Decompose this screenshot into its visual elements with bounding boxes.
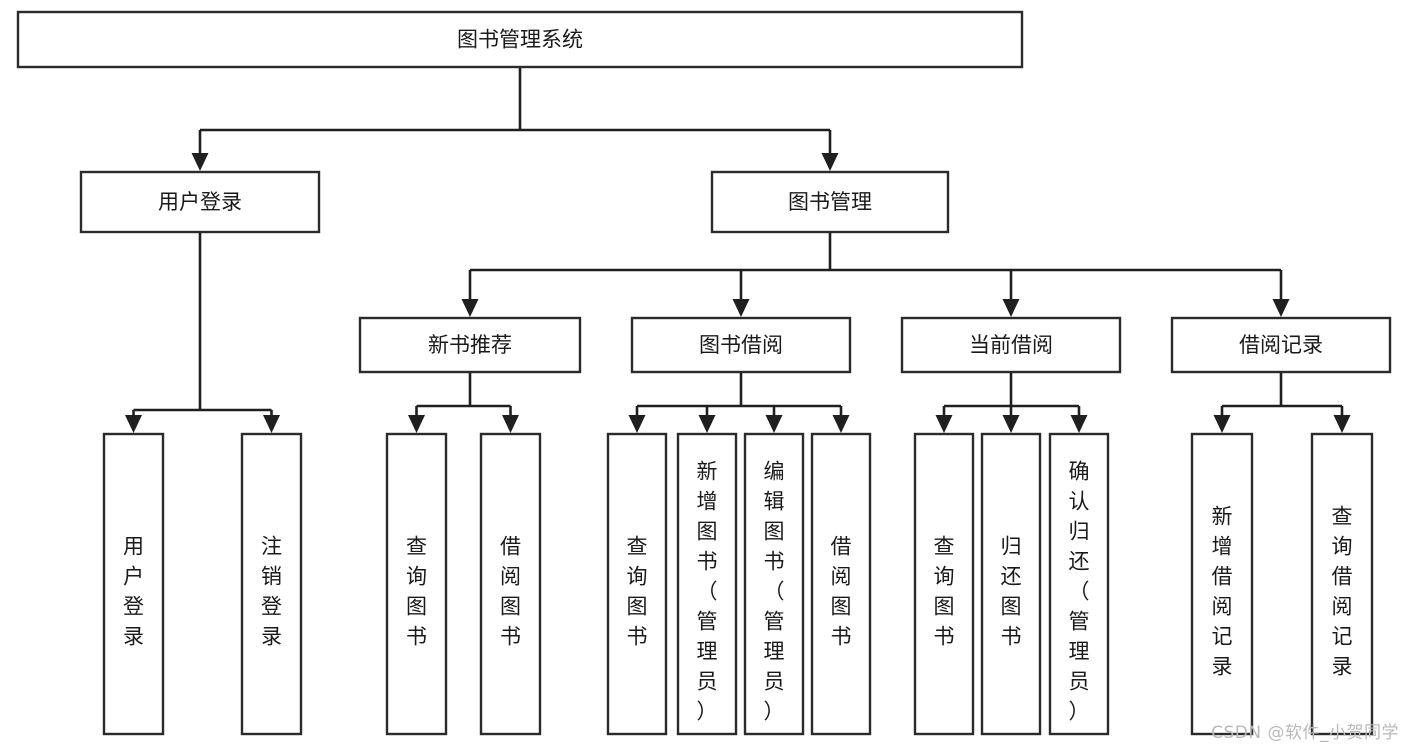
node-cur-return[interactable]: 归还图书 [980,432,1042,736]
node-box-cur-query [913,432,975,736]
node-nb-borrow[interactable]: 借阅图书 [479,432,542,736]
connector-group-root [191,67,839,171]
node-bw-query[interactable]: 查询图书 [606,432,668,736]
node-newbook[interactable]: 新书推荐 [358,316,582,374]
node-label-records: 借阅记录 [1239,333,1323,357]
node-userlogout[interactable]: 注销登录 [240,432,303,736]
node-box-userlogin [102,432,165,736]
node-label-cur-return: 归还图书 [1001,534,1022,648]
node-label-cur-query: 查询图书 [934,534,955,648]
node-box-userlogout [240,432,303,736]
node-cur-query[interactable]: 查询图书 [913,432,975,736]
connector-group-borrow [628,372,850,433]
node-box-bw-add [676,432,738,736]
node-box-current [900,316,1122,374]
node-label-bookmgmt: 图书管理 [788,190,872,214]
node-records[interactable]: 借阅记录 [1170,316,1392,374]
connector-group-records [1213,372,1351,433]
node-box-rec-query [1310,432,1374,736]
node-borrow[interactable]: 图书借阅 [630,316,852,374]
node-bw-borrow[interactable]: 借阅图书 [810,432,872,736]
node-label-userlogin: 用户登录 [123,534,144,648]
node-label-borrow: 图书借阅 [699,333,783,357]
node-label-root: 图书管理系统 [457,28,583,52]
node-box-nb-query [385,432,448,736]
connector-group-bookmgmt [461,232,1290,317]
node-label-rec-query: 查询借阅记录 [1332,504,1353,678]
node-label-bw-borrow: 借阅图书 [831,534,852,648]
node-rec-query[interactable]: 查询借阅记录 [1310,432,1374,736]
node-box-newbook [358,316,582,374]
node-label-current: 当前借阅 [969,333,1053,357]
node-userlogin[interactable]: 用户登录 [102,432,165,736]
node-box-bookmgmt [710,170,950,234]
node-box-nb-borrow [479,432,542,736]
node-root[interactable]: 图书管理系统 [16,10,1024,69]
node-login[interactable]: 用户登录 [79,170,321,234]
node-label-bw-edit: 编辑图书（管理员） [764,459,785,723]
node-box-borrow [630,316,852,374]
connectors-layer [125,67,1351,433]
node-label-nb-query: 查询图书 [406,534,427,648]
node-label-newbook: 新书推荐 [428,333,512,357]
node-box-bw-query [606,432,668,736]
node-label-cur-confirm: 确认归还（管理员） [1069,459,1090,723]
node-current[interactable]: 当前借阅 [900,316,1122,374]
node-box-login [79,170,321,234]
node-label-bw-query: 查询图书 [627,534,648,648]
connector-group-newbook [408,372,519,433]
node-label-bw-add: 新增图书（管理员） [697,459,718,723]
nodes-layer: 图书管理系统用户登录图书管理新书推荐图书借阅当前借阅借阅记录用户登录注销登录查询… [16,10,1392,736]
node-box-bw-edit [743,432,805,736]
node-box-bw-borrow [810,432,872,736]
connector-group-current [935,372,1088,433]
node-label-nb-borrow: 借阅图书 [500,534,521,648]
connector-group-login [125,232,280,433]
node-box-cur-return [980,432,1042,736]
node-label-userlogout: 注销登录 [261,534,282,648]
node-box-root [16,10,1024,69]
node-box-rec-add [1190,432,1254,736]
node-bookmgmt[interactable]: 图书管理 [710,170,950,234]
node-rec-add[interactable]: 新增借阅记录 [1190,432,1254,736]
node-box-cur-confirm [1048,432,1110,736]
node-label-login: 用户登录 [158,190,242,214]
node-nb-query[interactable]: 查询图书 [385,432,448,736]
node-box-records [1170,316,1392,374]
node-bw-edit[interactable]: 编辑图书（管理员） [743,432,805,736]
node-label-rec-add: 新增借阅记录 [1212,504,1233,678]
node-bw-add[interactable]: 新增图书（管理员） [676,432,738,736]
node-cur-confirm[interactable]: 确认归还（管理员） [1048,432,1110,736]
